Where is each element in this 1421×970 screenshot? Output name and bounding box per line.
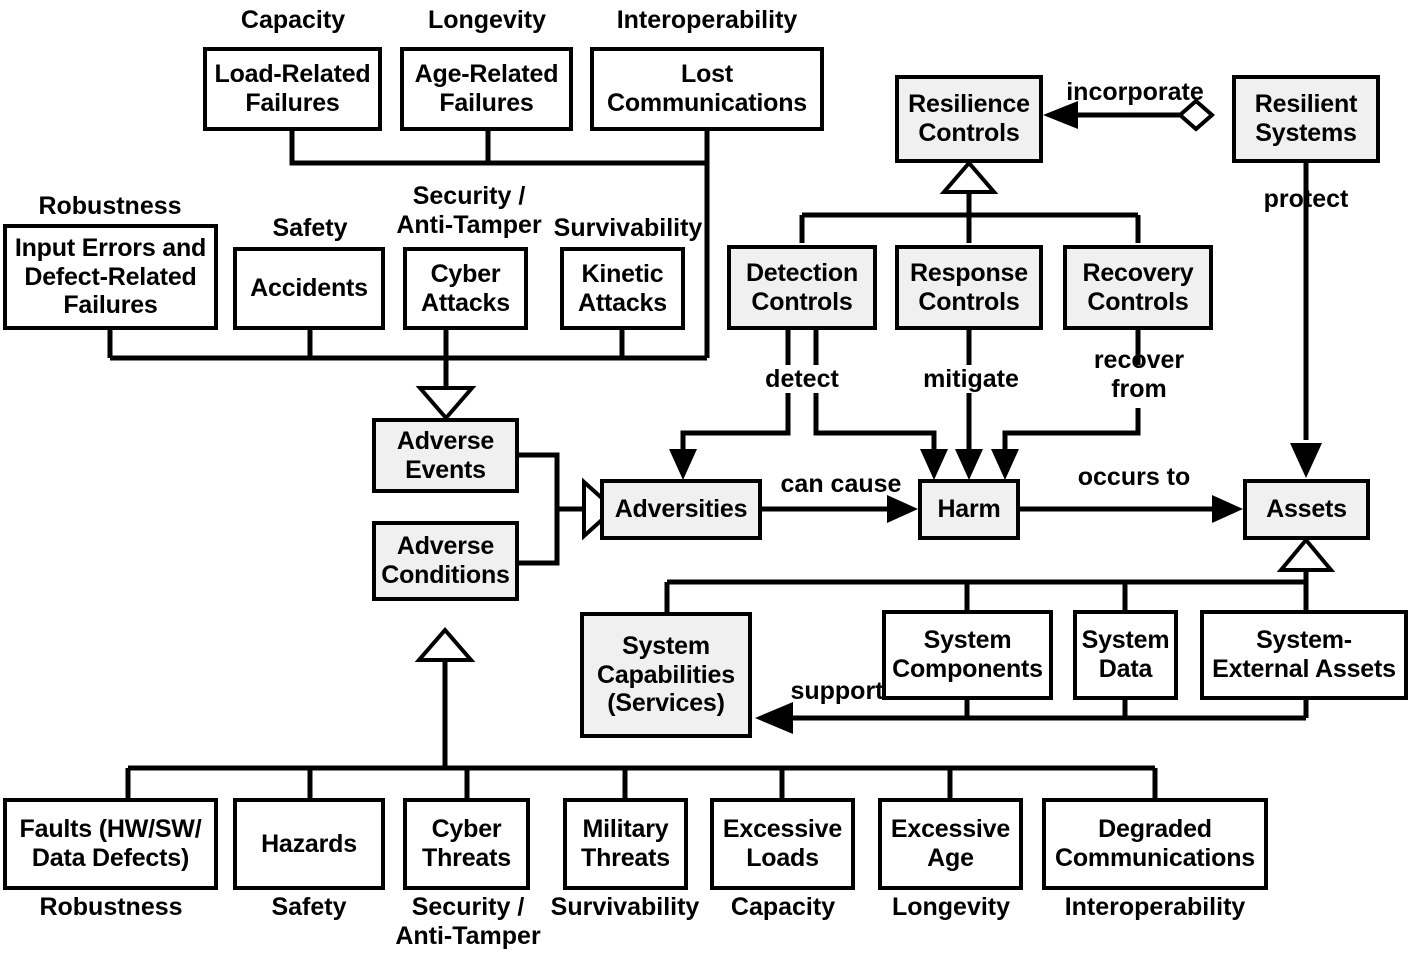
node-assets[interactable]: Assets bbox=[1243, 479, 1370, 540]
node-label: Excessive Loads bbox=[722, 815, 843, 872]
node-accidents[interactable]: Accidents bbox=[233, 247, 385, 330]
node-input-errors-defect-related-failures[interactable]: Input Errors and Defect-Related Failures bbox=[3, 224, 218, 330]
quality-label-robustness-top: Robustness bbox=[38, 192, 182, 220]
node-kinetic-attacks[interactable]: Kinetic Attacks bbox=[560, 247, 685, 330]
node-adverse-conditions[interactable]: Adverse Conditions bbox=[372, 521, 519, 601]
node-system-capabilities[interactable]: System Capabilities (Services) bbox=[580, 612, 752, 738]
node-label: Resilient Systems bbox=[1254, 90, 1358, 147]
node-system-data[interactable]: System Data bbox=[1073, 610, 1178, 700]
node-label: Load-Related Failures bbox=[214, 60, 371, 117]
node-label: Harm bbox=[937, 495, 1001, 524]
node-label: Adversities bbox=[614, 495, 748, 524]
node-resilience-controls[interactable]: Resilience Controls bbox=[895, 75, 1043, 163]
relationship-label-support: support bbox=[790, 677, 884, 705]
node-label: Adverse Events bbox=[396, 426, 495, 484]
node-label: Degraded Communications bbox=[1055, 815, 1255, 872]
quality-label-security-bottom: Security / Anti-Tamper bbox=[395, 893, 541, 950]
quality-label-interoperability-top: Interoperability bbox=[616, 6, 798, 34]
relationship-label-can-cause: can cause bbox=[780, 470, 902, 498]
node-age-related-failures[interactable]: Age-Related Failures bbox=[400, 47, 573, 131]
quality-label-capacity-bottom: Capacity bbox=[730, 893, 836, 921]
node-label: Response Controls bbox=[910, 258, 1028, 316]
quality-label-robustness-bottom: Robustness bbox=[39, 893, 183, 921]
node-excessive-age[interactable]: Excessive Age bbox=[878, 798, 1023, 890]
quality-label-security-top: Security / Anti-Tamper bbox=[396, 182, 542, 239]
node-harm[interactable]: Harm bbox=[918, 479, 1020, 540]
node-degraded-communications[interactable]: Degraded Communications bbox=[1042, 798, 1268, 890]
node-label: System Data bbox=[1081, 626, 1170, 683]
node-label: Cyber Attacks bbox=[421, 259, 510, 317]
node-cyber-attacks[interactable]: Cyber Attacks bbox=[403, 247, 528, 330]
node-hazards[interactable]: Hazards bbox=[233, 798, 385, 890]
node-label: Age-Related Failures bbox=[414, 60, 559, 117]
quality-label-survivability-bottom: Survivability bbox=[550, 893, 700, 921]
node-label: Input Errors and Defect-Related Failures bbox=[14, 233, 207, 320]
node-military-threats[interactable]: Military Threats bbox=[563, 798, 688, 890]
node-label: Faults (HW/SW/ Data Defects) bbox=[19, 815, 202, 872]
node-label: System-External Assets bbox=[1212, 626, 1396, 683]
node-label: Cyber Threats bbox=[422, 815, 511, 872]
node-label: Recovery Controls bbox=[1082, 258, 1194, 316]
quality-label-longevity-bottom: Longevity bbox=[891, 893, 1011, 921]
node-label: Assets bbox=[1266, 495, 1347, 524]
node-adversities[interactable]: Adversities bbox=[600, 479, 762, 540]
node-load-related-failures[interactable]: Load-Related Failures bbox=[203, 47, 382, 131]
node-system-external-assets[interactable]: System-External Assets bbox=[1200, 610, 1408, 700]
quality-label-safety-top: Safety bbox=[272, 214, 348, 242]
relationship-label-occurs-to: occurs to bbox=[1077, 463, 1191, 491]
relationship-label-incorporate: incorporate bbox=[1066, 78, 1204, 106]
node-adverse-events[interactable]: Adverse Events bbox=[372, 418, 519, 493]
node-label: Accidents bbox=[250, 274, 368, 303]
node-cyber-threats[interactable]: Cyber Threats bbox=[403, 798, 530, 890]
node-response-controls[interactable]: Response Controls bbox=[895, 245, 1043, 330]
node-excessive-loads[interactable]: Excessive Loads bbox=[710, 798, 855, 890]
node-label: Lost Communications bbox=[607, 60, 807, 117]
quality-label-longevity-top: Longevity bbox=[427, 6, 547, 34]
node-resilient-systems[interactable]: Resilient Systems bbox=[1232, 75, 1380, 163]
node-label: Kinetic Attacks bbox=[578, 259, 667, 317]
relationship-label-mitigate: mitigate bbox=[923, 365, 1019, 393]
node-faults[interactable]: Faults (HW/SW/ Data Defects) bbox=[3, 798, 218, 890]
relationship-label-protect: protect bbox=[1263, 185, 1349, 213]
node-label: Adverse Conditions bbox=[381, 532, 510, 589]
quality-label-safety-bottom: Safety bbox=[271, 893, 347, 921]
node-label: System Components bbox=[892, 626, 1043, 683]
quality-label-capacity-top: Capacity bbox=[240, 6, 346, 34]
relationship-label-recover-from: recover from bbox=[1093, 346, 1185, 403]
quality-label-survivability-top: Survivability bbox=[553, 214, 703, 242]
node-label: Excessive Age bbox=[890, 815, 1011, 872]
relationship-label-detect: detect bbox=[765, 365, 839, 393]
node-system-components[interactable]: System Components bbox=[882, 610, 1053, 700]
quality-label-interoperability-bottom: Interoperability bbox=[1064, 893, 1246, 921]
node-label: Detection Controls bbox=[745, 258, 859, 316]
node-lost-communications[interactable]: Lost Communications bbox=[590, 47, 824, 131]
node-recovery-controls[interactable]: Recovery Controls bbox=[1063, 245, 1213, 330]
node-detection-controls[interactable]: Detection Controls bbox=[727, 245, 877, 330]
node-label: Resilience Controls bbox=[908, 90, 1030, 147]
node-label: Hazards bbox=[261, 829, 357, 858]
node-label: Military Threats bbox=[581, 815, 670, 872]
node-label: System Capabilities (Services) bbox=[597, 631, 735, 718]
